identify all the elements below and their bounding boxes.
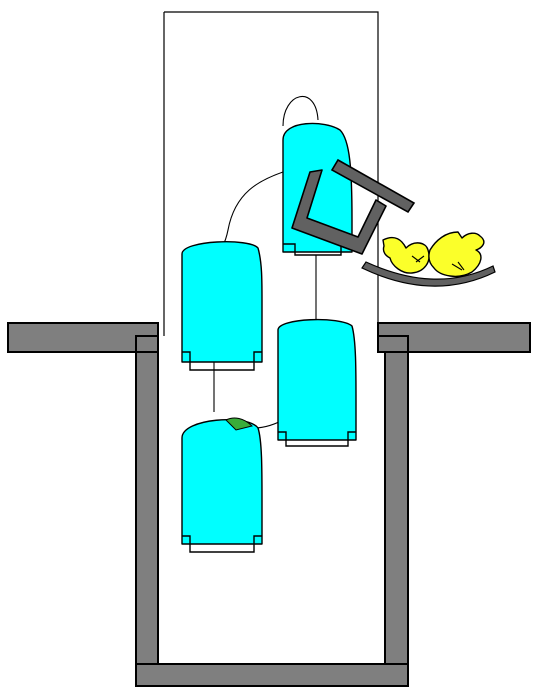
yellow-claw-icon-left bbox=[382, 236, 430, 274]
claw-rail bbox=[361, 261, 496, 287]
claw-assembly bbox=[361, 231, 496, 287]
pit-floor bbox=[135, 663, 409, 687]
block-left-middle-base bbox=[182, 351, 262, 371]
block-right-lower bbox=[277, 318, 357, 447]
claw-detail-right bbox=[451, 261, 465, 271]
pit-lip-right bbox=[377, 335, 409, 353]
block-bottom-left-body bbox=[181, 419, 263, 545]
tool-hook bbox=[291, 169, 387, 255]
claw-detail-left bbox=[411, 255, 425, 263]
yellow-claw-icon-right bbox=[428, 231, 485, 278]
block-right-lower-body bbox=[277, 318, 357, 441]
block-bottom-left-base bbox=[182, 535, 262, 553]
block-right-lower-base bbox=[278, 431, 356, 447]
pit-lip-left bbox=[135, 335, 159, 353]
shaft-outline bbox=[163, 11, 379, 336]
top-loop bbox=[282, 95, 319, 127]
pit-wall-left bbox=[135, 351, 159, 665]
block-bottom-left bbox=[181, 417, 263, 553]
block-left-middle-body bbox=[181, 241, 263, 363]
tool-arm bbox=[330, 158, 416, 214]
contact-highlight bbox=[225, 417, 253, 431]
pit bbox=[7, 322, 531, 687]
pit-wall-right bbox=[384, 351, 409, 665]
lifting-tool bbox=[291, 158, 416, 255]
block-left-middle bbox=[181, 241, 263, 371]
